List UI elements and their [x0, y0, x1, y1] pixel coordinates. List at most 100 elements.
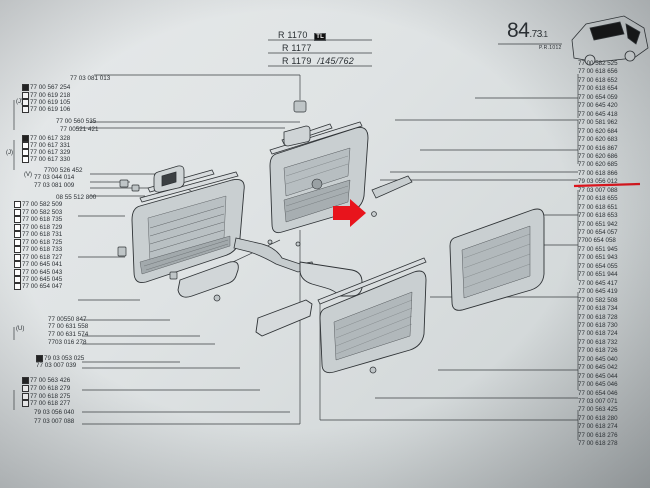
part-number-label: 77 00 619 218 [22, 92, 70, 99]
part-number-label: 77 00 651 944 [578, 271, 618, 279]
part-number-label: 77 00 618 731 [14, 231, 62, 238]
variant-marker-icon [22, 385, 29, 392]
part-number-text: 77 00 618 733 [22, 246, 63, 254]
part-number-label: 77 00 651 945 [578, 245, 618, 253]
part-number-text: 77 00 618 725 [22, 239, 63, 247]
part-number-text: 77 03 081 013 [70, 75, 111, 82]
part-number-label: 77 00 654 059 [578, 93, 618, 101]
variant-marker-icon [36, 355, 43, 362]
variant-marker-icon [14, 201, 21, 208]
model-suffix: /145/762 [317, 56, 354, 66]
part-number-label: 77 00 618 280 [578, 414, 618, 422]
part-number-text: 77 00 618 731 [22, 231, 63, 239]
model-row-2: R 1177 [282, 43, 312, 53]
part-number-label: 7703 016 278 [48, 339, 87, 346]
part-number-label: 77 00 645 041 [14, 261, 62, 268]
part-number-text: 77 00 645 043 [22, 269, 63, 277]
part-number-label: 77 00 654 046 [578, 389, 618, 397]
variant-marker-icon [22, 92, 29, 99]
part-number-label: 77 00 618 656 [578, 68, 618, 76]
part-number-label: 77 00 618 725 [14, 239, 62, 246]
part-number-label: 77 00 645 042 [578, 364, 618, 372]
part-number-text: 77 00 619 218 [30, 92, 71, 100]
part-number-text: 77 00 619 105 [30, 99, 71, 107]
part-number-label: 77 00 618 279 [22, 385, 70, 392]
part-number-label: 77 00 645 420 [578, 102, 618, 110]
part-number-label: 77 03 007 039 [36, 362, 76, 369]
part-number-label: 77 03 007 071 [578, 398, 618, 405]
part-number-label: 77 03 081 009 [34, 182, 74, 189]
variant-marker-icon [22, 135, 29, 142]
group-key-j: (J) [16, 99, 23, 105]
model-row-1: R 1170 TL [278, 30, 326, 41]
part-number-label: 77 00 582 503 [14, 209, 62, 216]
part-number-label: 77 00 567 254 [22, 84, 70, 91]
part-number-label: 77 00 617 329 [22, 149, 70, 156]
part-number-label: 77 00 618 730 [578, 321, 618, 329]
part-number-label: 77 00 618 277 [22, 400, 70, 407]
model-row-3: R 1179 /145/762 [282, 56, 354, 66]
variant-marker-icon [22, 106, 29, 113]
highlight-arrow [333, 199, 366, 227]
part-number-label: 77 00521 421 [60, 126, 99, 133]
part-number-text: 77 00 619 106 [30, 106, 71, 114]
part-number-label: 77 00 645 046 [578, 381, 618, 389]
part-number-label: 77 00 582 508 [578, 296, 618, 304]
part-number-text: 77 00 618 277 [30, 400, 71, 408]
variant-marker-icon [22, 377, 29, 384]
part-number-label: 77 00 645 043 [14, 269, 62, 276]
part-number-text: 77 00 618 729 [22, 224, 63, 232]
highlight-underline [573, 182, 641, 188]
part-number-label: 77 00 620 684 [578, 127, 618, 135]
variant-marker-icon [14, 283, 21, 290]
part-number-label: 77 00 618 727 [14, 254, 62, 261]
part-number-label: 77 00 617 328 [22, 135, 70, 142]
part-number-label: 77 00 581 962 [578, 119, 618, 127]
part-number-text: 7703 016 278 [48, 339, 87, 346]
part-number-text: 77 00 582 503 [22, 209, 63, 217]
part-number-label: 77 00 618 276 [578, 431, 618, 439]
part-number-label: 77 00 645 044 [578, 372, 618, 380]
part-number-label: 77 03 081 013 [70, 75, 110, 82]
variant-marker-icon [22, 149, 29, 156]
part-number-label: 77 00 645 040 [578, 355, 618, 363]
part-number-label: 77 00 645 417 [578, 279, 618, 287]
part-number-label: 77 00 618 653 [578, 212, 618, 220]
part-number-label: 77 00 619 106 [22, 106, 70, 113]
part-number-label: 77 03 044 014 [34, 174, 74, 181]
part-number-text: 79 03 056 040 [34, 409, 75, 416]
part-number-label: 77 00 651 942 [578, 220, 618, 228]
variant-marker-icon [14, 261, 21, 268]
variant-marker-icon [22, 400, 29, 407]
part-number-label: 77 00 618 274 [578, 423, 618, 431]
part-number-label: 79 03 053 025 [36, 355, 84, 362]
part-number-label: 77 00 563 426 [22, 377, 70, 384]
part-number-label: 77 00 645 045 [14, 276, 62, 283]
part-number-text: 77 00 645 045 [22, 276, 63, 284]
part-number-label: 77 00 618 733 [14, 246, 62, 253]
variant-marker-icon [14, 254, 21, 261]
variant-marker-icon [14, 239, 21, 246]
part-number-text: 77 00 631 558 [48, 323, 89, 330]
model-code: R 1179 [282, 56, 312, 66]
part-number-text: 79 03 053 025 [44, 355, 85, 363]
part-number-label: 77 00550 847 [48, 316, 87, 323]
part-number-text: 77 00521 421 [60, 126, 99, 133]
part-number-text: 77 00 617 330 [30, 156, 71, 164]
part-number-label: 79 03 056 012 [578, 178, 618, 186]
part-number-label: 77 00 631 574 [48, 331, 88, 338]
model-code: R 1170 [278, 30, 308, 40]
part-number-text: 77 00 567 254 [30, 84, 71, 92]
part-number-label: 77 00 618 655 [578, 195, 618, 203]
print-reference: P.R.1012 [539, 45, 562, 51]
variant-marker-icon [22, 84, 29, 91]
part-number-text: 77 00 618 727 [22, 254, 63, 262]
part-number-text: 77 00 618 279 [30, 385, 71, 393]
variant-marker-icon [22, 142, 29, 149]
part-number-text: 7700 526 452 [44, 167, 83, 174]
part-number-label: 77 03 007 088 [578, 186, 618, 194]
part-number-label: 77 00 617 331 [22, 142, 70, 149]
part-number-label: 77 00 631 558 [48, 323, 88, 330]
part-number-text: 77 00 631 574 [48, 331, 89, 338]
